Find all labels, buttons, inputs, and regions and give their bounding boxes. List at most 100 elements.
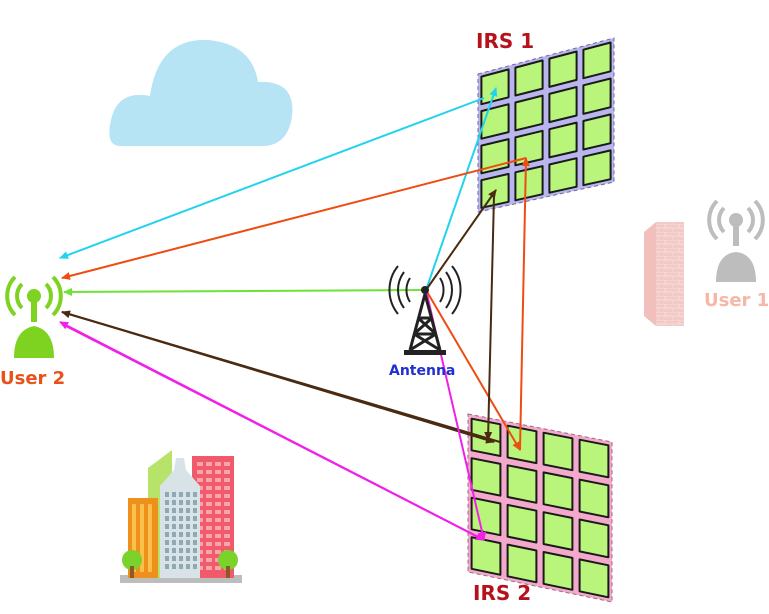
building-window (193, 508, 197, 513)
building-window (186, 492, 190, 497)
building-window (179, 524, 183, 529)
brown-path-user2-irs2 (61, 311, 495, 444)
building-window (224, 534, 230, 538)
building-window (206, 486, 212, 490)
building-window (193, 532, 197, 537)
building-window (179, 532, 183, 537)
building-window (186, 500, 190, 505)
building-window (172, 540, 176, 545)
building-window (206, 478, 212, 482)
building-window (224, 486, 230, 490)
building-window (215, 534, 221, 538)
building-window (193, 516, 197, 521)
irs2-element (542, 471, 574, 511)
building-window (186, 532, 190, 537)
building-window (179, 556, 183, 561)
building-window (206, 470, 212, 474)
orange-path-irs1-user2 (61, 157, 527, 280)
building-window (206, 542, 212, 546)
irs2-element (542, 431, 574, 472)
building-window (172, 508, 176, 513)
irs2-element (578, 518, 610, 559)
brown-path-irs1-irs2 (484, 195, 495, 441)
irs1-panel (477, 37, 615, 213)
building-window (179, 548, 183, 553)
building-window (186, 516, 190, 521)
building-window (193, 564, 197, 569)
irs1-element (514, 129, 544, 167)
building-window (215, 494, 221, 498)
irs1-element (514, 94, 544, 132)
irs1-element (582, 41, 612, 80)
building-window (179, 500, 183, 505)
building-window (206, 510, 212, 514)
building-window (186, 508, 190, 513)
building-window (172, 564, 176, 569)
building-window (215, 542, 221, 546)
building-window (165, 540, 169, 545)
irs2-element (542, 511, 574, 551)
building-window (165, 516, 169, 521)
building-window (206, 534, 212, 538)
irs2-element (470, 496, 502, 537)
building-window (165, 532, 169, 537)
building-window (172, 556, 176, 561)
cloud-icon (109, 39, 293, 146)
building-window (197, 478, 203, 482)
irs2-element (578, 438, 610, 479)
irs1-element (514, 59, 544, 97)
building-window (193, 540, 197, 545)
building-window (224, 542, 230, 546)
irs2-element (470, 536, 502, 576)
building-window (193, 548, 197, 553)
building-window (224, 478, 230, 482)
orange-path-irs2-irs1 (519, 157, 530, 451)
building-window (215, 526, 221, 530)
orange-path-antenna-irs2 (425, 289, 521, 451)
building-window (165, 500, 169, 505)
building-window (215, 502, 221, 506)
cyan-path-irs1-user2 (59, 97, 485, 259)
building-window (193, 492, 197, 497)
irs1-element (480, 68, 510, 106)
building-window (224, 502, 230, 506)
irs1-element (548, 157, 578, 194)
irs1-element (514, 165, 544, 202)
building-window (224, 526, 230, 530)
building-window (165, 556, 169, 561)
building-window (179, 564, 183, 569)
building-window (179, 516, 183, 521)
building-window (179, 492, 183, 497)
building-window (172, 516, 176, 521)
building-window (193, 500, 197, 505)
building-window (165, 508, 169, 513)
building-window (172, 492, 176, 497)
building-window (165, 548, 169, 553)
building-window (206, 518, 212, 522)
building-window (224, 494, 230, 498)
irs2-element (470, 457, 502, 497)
building-window (186, 524, 190, 529)
irs1-element (548, 86, 578, 124)
building-window (172, 524, 176, 529)
irs2-element (506, 503, 538, 544)
building-window (165, 524, 169, 529)
magenta-path-irs2-user2 (59, 321, 485, 541)
building-window (215, 566, 221, 570)
wall-icon (644, 222, 684, 326)
building-windows-center (165, 492, 197, 569)
building-window (224, 470, 230, 474)
irs2-element (578, 478, 610, 519)
user1-icon (707, 199, 765, 282)
building-window (224, 462, 230, 466)
irs1-element (582, 149, 612, 187)
irs1-element (548, 121, 578, 159)
building-window (215, 550, 221, 554)
building-window (197, 470, 203, 474)
building-window (186, 548, 190, 553)
building-window (206, 502, 212, 506)
irs2-element (506, 543, 538, 584)
building-window (197, 462, 203, 466)
building-window (215, 462, 221, 466)
